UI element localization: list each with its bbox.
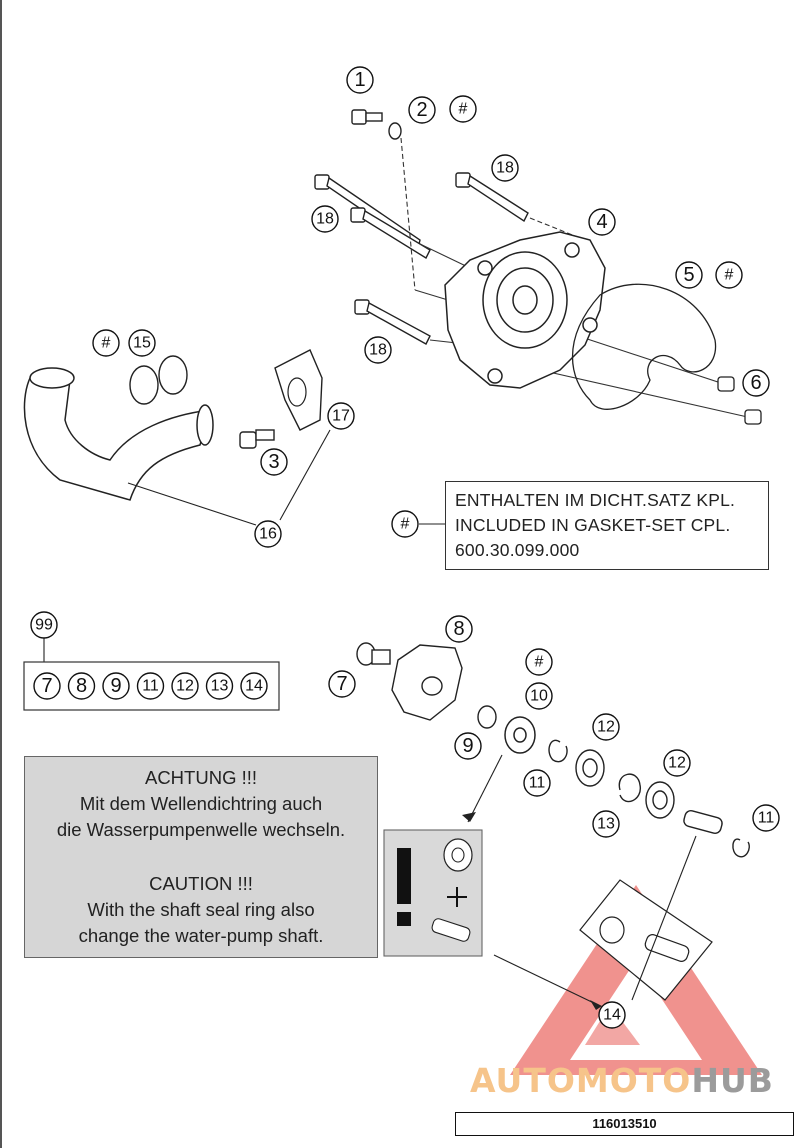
bolt-part-1 [351,109,383,125]
kit-part-circle [33,672,61,700]
callout-13: 13 [597,816,615,833]
kit-part-circle [171,672,199,700]
caution-text-english-1: With the shaft seal ring also [87,899,315,920]
callout-hash: # [102,335,111,352]
leader-lines-lower [467,754,697,1006]
impeller-part-8 [391,644,463,721]
kit-part-circle [240,672,268,700]
callout-circles [30,66,780,1029]
callout-4: 4 [596,211,607,233]
callout-2: 2 [416,99,427,121]
kit-parts-row: 7 8 9 11 12 13 14 [33,672,268,700]
pump-shaft-part-14 [683,810,723,834]
kit-part-8: 8 [76,675,87,697]
callout-5: 5 [683,264,694,286]
shaft-seal-part-10 [504,716,536,754]
callout-hash: # [535,654,544,671]
kit-part-13: 13 [211,678,229,695]
circlip-part-11 [548,739,568,763]
bolt-part-3 [239,429,275,449]
caution-text-german-2: die Wasserpumpenwelle wechseln. [56,819,346,840]
kit-part-12: 12 [176,678,194,695]
oring-part-5 [571,283,717,410]
kit-part-circle [136,672,165,700]
callout-6: 6 [750,372,761,394]
callout-14: 14 [603,1007,621,1024]
callout-18: 18 [369,342,387,359]
callout-18: 18 [316,211,334,228]
washer-part-9 [477,705,497,729]
retaining-ring-part-13 [618,773,641,803]
callout-hash: # [459,101,468,118]
callout-11: 11 [758,810,775,827]
kit-part-circle [102,672,130,700]
callout-15: 15 [133,335,151,352]
shaft-detail-inset [579,879,713,1001]
callout-7: 7 [336,673,347,695]
kit-part-circle [205,672,234,700]
oring-part-15 [129,355,188,405]
callout-10: 10 [530,688,548,705]
sleeve-part-6 [717,376,762,425]
document-number: 116013510 [455,1112,794,1136]
caution-title-english: CAUTION !!! [149,873,253,894]
bolt-part-18 [314,172,529,345]
caution-text-english-2: change the water-pump shaft. [78,925,324,946]
callout-12: 12 [668,755,686,772]
kit-part-circle [67,672,96,700]
kit-part-7: 7 [41,675,52,697]
kit-part-14: 14 [245,678,263,695]
callout-16: 16 [259,526,277,543]
caution-text-german-1: Mit dem Wellendichtring auch [79,793,323,814]
gasket-note-german: ENTHALTEN IM DICHT.SATZ KPL. [455,490,736,510]
hose-part-16 [23,367,214,501]
watermark-text: AUTOMOTOHUB [470,1061,774,1100]
gasket-set-note: ENTHALTEN IM DICHT.SATZ KPL. INCLUDED IN… [445,481,769,570]
callout-8: 8 [453,618,464,640]
warning-inset [383,829,483,957]
callout-18: 18 [496,160,514,177]
pump-cover-part-4 [444,231,606,389]
bearing-part-12 [575,749,675,819]
washer-part-2 [388,122,402,140]
callout-9: 9 [462,735,473,757]
screw-part-7 [356,642,391,666]
callout-3: 3 [268,451,279,473]
callout-11: 11 [529,775,546,792]
callout-12: 12 [597,719,615,736]
circlip-part-11b [732,838,750,858]
callout-1: 1 [354,69,365,91]
callout-hash: # [401,516,410,533]
callout-99: 99 [35,617,53,634]
kit-part-11: 11 [142,678,159,695]
callout-hash: # [725,267,734,284]
watermark-part-a: AUTOMOTO [470,1061,692,1100]
leader-lines-upper [127,429,445,526]
page-border [0,0,2,1148]
callout-17: 17 [332,408,350,425]
kit-part-9: 9 [110,675,121,697]
arrowhead-icon [590,1000,602,1010]
watermark-part-b: HUB [691,1061,774,1100]
caution-box: ACHTUNG !!! Mit dem Wellendichtring auch… [24,756,378,958]
caution-title-german: ACHTUNG !!! [144,767,258,788]
gasket-note-part-number: 600.30.099.000 [455,540,580,560]
gasket-note-english: INCLUDED IN GASKET-SET CPL. [455,515,731,535]
arrowhead-icon [462,812,476,822]
